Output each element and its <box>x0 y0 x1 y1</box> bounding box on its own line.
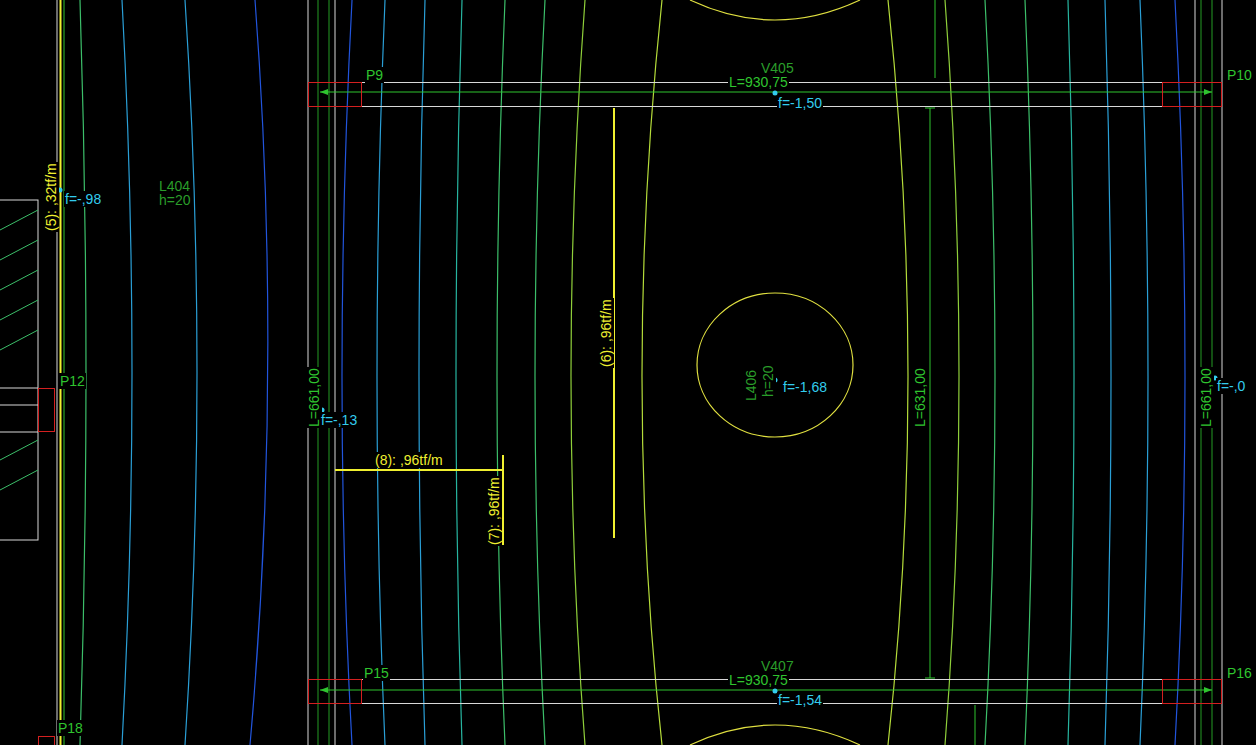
line-loads <box>335 108 614 545</box>
load-label: (6): ,96tf/m <box>598 298 614 368</box>
deflection-value: f=-,98 <box>64 191 102 207</box>
deflection-value: f=-1,68 <box>782 379 828 395</box>
contour-line <box>690 725 860 745</box>
contour-line <box>122 0 132 745</box>
hatch-line <box>0 210 38 490</box>
beams <box>308 0 1222 745</box>
column-box: P10 <box>1162 82 1222 107</box>
load-label: (8): ,96tf/m <box>374 452 444 468</box>
contour-line <box>250 0 268 745</box>
contour-line <box>497 0 505 745</box>
column-box: P15 <box>308 679 362 704</box>
beam-edge <box>308 0 1222 745</box>
contour-line <box>1105 0 1111 745</box>
contour-line <box>571 0 585 745</box>
column-name: P9 <box>365 67 384 83</box>
load-line <box>502 455 504 545</box>
contour-line <box>945 0 959 745</box>
column-box: P16 <box>1162 679 1222 704</box>
contour-line <box>1025 0 1033 745</box>
contour-line <box>377 0 385 745</box>
wall-outline <box>0 200 38 540</box>
deflection-markers <box>58 91 1218 694</box>
contour-line <box>1175 0 1185 745</box>
left-structure <box>0 0 64 745</box>
load-label: (5): ,32tf/m <box>43 162 59 232</box>
dimension-line <box>320 92 1212 690</box>
beam-edge <box>57 0 58 745</box>
contour-line <box>342 0 352 745</box>
contour-line <box>419 0 425 745</box>
span-length: L=631,00 <box>912 367 928 428</box>
load-line <box>335 469 503 471</box>
contour-line <box>888 0 908 745</box>
contour-line <box>690 0 860 20</box>
beam-axis <box>318 0 1212 745</box>
deflection-value: f=-1,50 <box>777 95 823 111</box>
column-name: P12 <box>59 373 86 389</box>
deflection-value: f=-,0 <box>1216 378 1246 394</box>
deflection-value: f=-,13 <box>320 412 358 428</box>
load-label: (7): ,96tf/m <box>486 476 502 546</box>
dimension-arrow <box>320 89 1212 693</box>
span-length: L=930,75 <box>728 74 789 90</box>
deflection-contours <box>80 0 1185 745</box>
column-name: P10 <box>1226 67 1253 83</box>
contour-line <box>535 0 545 745</box>
slab-thickness: h=20 <box>158 192 192 208</box>
column-box: P9 <box>308 82 362 107</box>
span-length: L=661,00 <box>1198 367 1214 428</box>
wall-outline <box>0 388 38 432</box>
contour-line <box>456 0 462 745</box>
contour-line <box>1140 0 1148 745</box>
contour-line <box>1068 0 1074 745</box>
span-length: L=930,75 <box>728 672 789 688</box>
column-name: P15 <box>363 665 390 681</box>
column-name: P18 <box>57 720 84 736</box>
column-box: P12 <box>38 388 55 432</box>
contour-line <box>642 0 662 745</box>
contour-line <box>697 293 853 437</box>
slab-name: L406 <box>743 369 759 402</box>
contour-line <box>185 0 197 745</box>
deflection-value: f=-1,54 <box>777 692 823 708</box>
dimension-line <box>925 0 975 745</box>
slab-thickness: h=20 <box>760 364 776 398</box>
column-box: P18 <box>38 736 55 745</box>
column-name: P16 <box>1226 665 1253 681</box>
contour-line <box>985 0 995 745</box>
